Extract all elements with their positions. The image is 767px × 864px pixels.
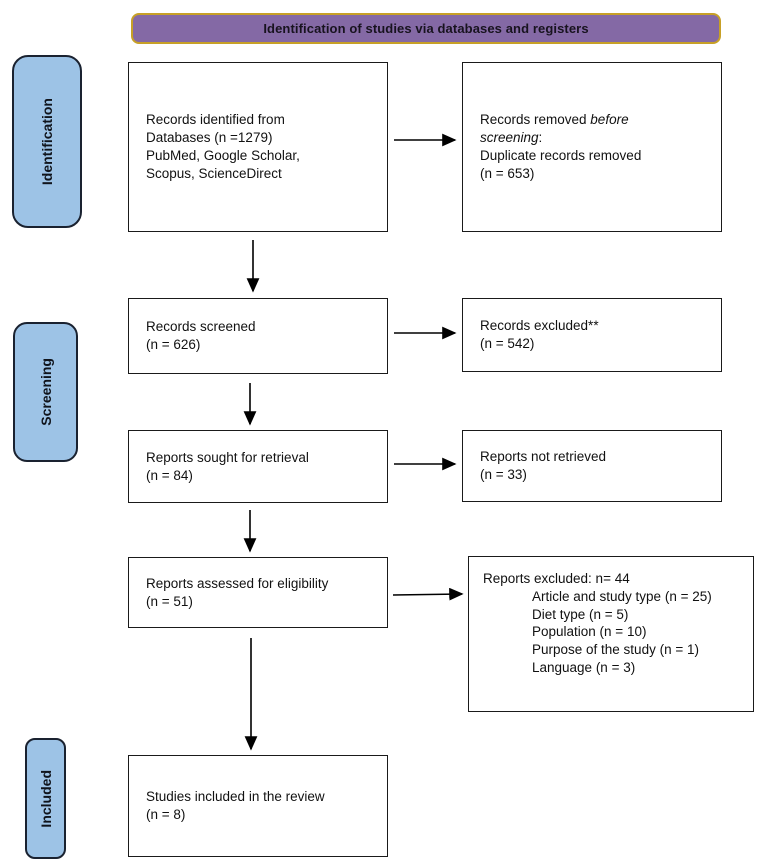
exclusion-reason: Diet type (n = 5) — [532, 606, 629, 622]
records-screened-line: Records screened — [146, 319, 256, 335]
records-identified-line: Databases (n =1279) — [146, 130, 273, 146]
box-records-screened: Records screened (n = 626) — [128, 298, 388, 374]
reports-assessed-line: (n = 51) — [146, 593, 193, 609]
reports-excluded-title: Reports excluded: n= 44 — [483, 571, 630, 586]
reports-sought-line: Reports sought for retrieval — [146, 449, 309, 465]
stage-identification-text: Identification — [39, 97, 55, 186]
records-identified-line: Records identified from — [146, 112, 285, 128]
stage-included-text: Included — [37, 769, 54, 828]
records-removed-heading: Records removed before screening: — [480, 112, 629, 146]
banner-label: Identification of studies via databases … — [263, 21, 589, 36]
exclusion-reason: Population (n = 10) — [532, 624, 647, 640]
exclusion-reason: Language (n = 3) — [532, 660, 636, 676]
records-identified-line: Scopus, ScienceDirect — [146, 165, 282, 181]
box-records-removed: Records removed before screening: Duplic… — [462, 62, 722, 232]
box-studies-included: Studies included in the review (n = 8) — [128, 755, 388, 857]
reports-excluded-reason-list: Article and study type (n = 25) Diet typ… — [483, 588, 712, 677]
box-reports-not-retrieved: Reports not retrieved (n = 33) — [462, 430, 722, 502]
studies-included-line: Studies included in the review — [146, 789, 325, 805]
arrow-assessed-to-reports-excluded — [392, 587, 464, 601]
exclusion-reason: Article and study type (n = 25) — [532, 588, 712, 604]
box-reports-excluded-reasons: Reports excluded: n= 44 Article and stud… — [468, 556, 754, 712]
stage-screening-text: Screening — [37, 358, 54, 426]
stage-label-screening: Screening — [13, 322, 78, 462]
box-reports-assessed: Reports assessed for eligibility (n = 51… — [128, 557, 388, 628]
reports-assessed-line: Reports assessed for eligibility — [146, 575, 329, 591]
records-excluded-line: (n = 542) — [480, 336, 535, 351]
records-excluded-line: Records excluded** — [480, 318, 599, 334]
exclusion-reason: Purpose of the study (n = 1) — [532, 642, 699, 658]
stage-label-identification: Identification — [12, 55, 82, 228]
box-reports-sought: Reports sought for retrieval (n = 84) — [128, 430, 388, 503]
studies-included-line: (n = 8) — [146, 807, 186, 822]
box-records-identified: Records identified from Databases (n =12… — [128, 62, 388, 232]
box-records-excluded: Records excluded** (n = 542) — [462, 298, 722, 372]
records-removed-line: (n = 653) — [480, 165, 535, 181]
records-screened-line: (n = 626) — [146, 337, 201, 352]
reports-not-retrieved-line: (n = 33) — [480, 467, 527, 482]
reports-sought-line: (n = 84) — [146, 467, 193, 483]
stage-label-included: Included — [25, 738, 66, 859]
banner-identification-via-databases: Identification of studies via databases … — [131, 13, 721, 44]
reports-not-retrieved-line: Reports not retrieved — [480, 449, 607, 465]
records-removed-line: Duplicate records removed — [480, 148, 642, 163]
records-identified-line: PubMed, Google Scholar, — [146, 148, 300, 163]
records-removed-italic: before screening — [480, 112, 629, 146]
